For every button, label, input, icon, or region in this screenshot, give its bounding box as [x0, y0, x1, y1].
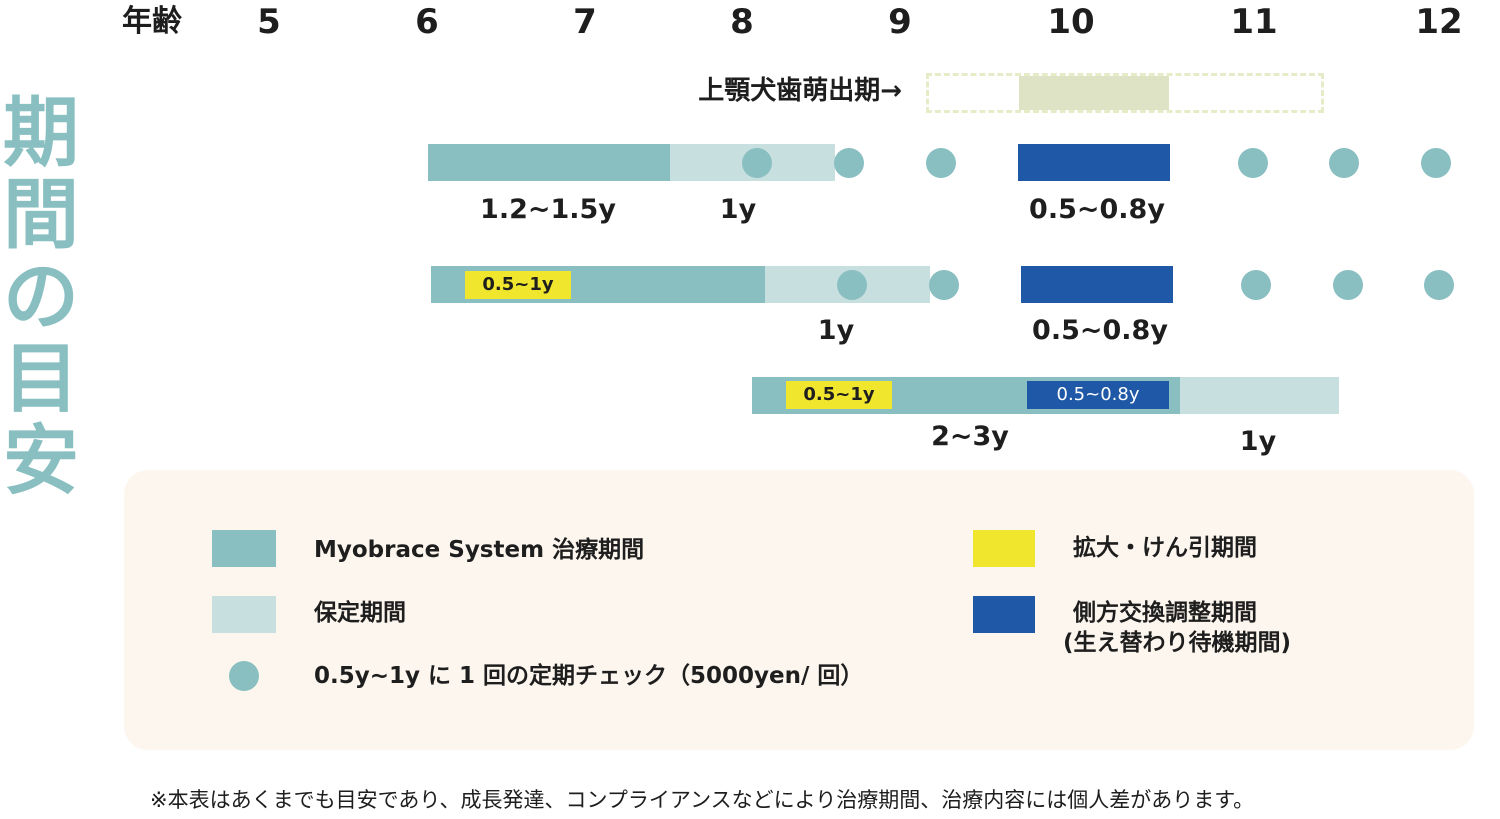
- row2-exchange-duration: 0.5~0.8y: [1032, 315, 1168, 346]
- row3-retention-bar: [1180, 377, 1339, 414]
- legend-expansion-label: 拡大・けん引期間: [1073, 535, 1257, 561]
- row1-checkup-dot: [1329, 148, 1359, 178]
- row2-expansion-bar: [465, 271, 571, 299]
- row3-treatment-duration: 2~3y: [931, 421, 1009, 452]
- row2-checkup-dot: [1333, 270, 1363, 300]
- row1-treatment-duration: 1.2~1.5y: [480, 194, 616, 225]
- row3-expansion-label: 0.5~1y: [803, 384, 875, 405]
- row1-exchange-bar: [1018, 144, 1170, 181]
- row1-checkup-dot: [926, 148, 956, 178]
- row1-retention-duration: 1y: [719, 194, 757, 225]
- row2-exchange-bar: [1021, 266, 1173, 303]
- age-6-label: 6: [415, 2, 439, 42]
- legend-retention-swatch: [212, 596, 276, 633]
- row2-checkup-dot: [837, 270, 867, 300]
- side-title-char: の: [3, 252, 79, 341]
- age-7-label: 7: [573, 2, 597, 42]
- row1-checkup-dot: [834, 148, 864, 178]
- legend-expansion-swatch: [973, 530, 1035, 567]
- side-title-char: 期: [3, 88, 79, 177]
- side-title: 期 間 の 目 安: [0, 92, 82, 502]
- age-11-label: 11: [1230, 2, 1278, 42]
- side-title-char: 目: [3, 334, 79, 423]
- row2-checkup-dot: [929, 270, 959, 300]
- row2-checkup-dot: [1424, 270, 1454, 300]
- disclaimer-footnote: ※本表はあくまでも目安であり、成長発達、コンプライアンスなどにより治療期間、治療…: [150, 788, 1255, 812]
- side-title-char: 間: [3, 170, 79, 259]
- legend-exchange-label: 側方交換調整期間: [1073, 600, 1257, 626]
- age-5-label: 5: [257, 2, 281, 42]
- row2-expansion-label: 0.5~1y: [482, 274, 554, 295]
- eruption-period-label: 上顎犬歯萌出期→: [698, 76, 902, 106]
- row3-exchange-bar: [1027, 381, 1169, 409]
- row1-checkup-dot: [1421, 148, 1451, 178]
- legend-panel: [124, 470, 1474, 750]
- age-10-label: 10: [1047, 2, 1095, 42]
- eruption-period-core: [1019, 76, 1169, 110]
- age-9-label: 9: [888, 2, 912, 42]
- legend-retention-label: 保定期間: [314, 600, 406, 626]
- row2-checkup-dot: [1241, 270, 1271, 300]
- age-axis-title: 年齢: [122, 4, 182, 39]
- legend-exchange-sublabel: (生え替わり待機期間): [1063, 630, 1292, 656]
- legend-treatment-label: Myobrace System 治療期間: [314, 537, 645, 563]
- row1-exchange-duration: 0.5~0.8y: [1029, 194, 1165, 225]
- legend-checkup-label: 0.5y~1y に 1 回の定期チェック（5000yen/ 回）: [314, 663, 864, 689]
- row1-treatment-bar: [428, 144, 670, 181]
- age-8-label: 8: [730, 2, 754, 42]
- legend-exchange-swatch: [973, 596, 1035, 633]
- eruption-period-range: [926, 73, 1324, 113]
- legend-checkup-dot: [229, 661, 259, 691]
- legend-treatment-swatch: [212, 530, 276, 567]
- row1-checkup-dot: [742, 148, 772, 178]
- row1-checkup-dot: [1238, 148, 1268, 178]
- row3-exchange-label: 0.5~0.8y: [1056, 384, 1140, 405]
- row3-expansion-bar: [786, 381, 892, 409]
- age-12-label: 12: [1415, 2, 1463, 42]
- row3-retention-duration: 1y: [1239, 426, 1277, 457]
- row2-retention-duration: 1y: [817, 315, 855, 346]
- side-title-char: 安: [3, 416, 79, 505]
